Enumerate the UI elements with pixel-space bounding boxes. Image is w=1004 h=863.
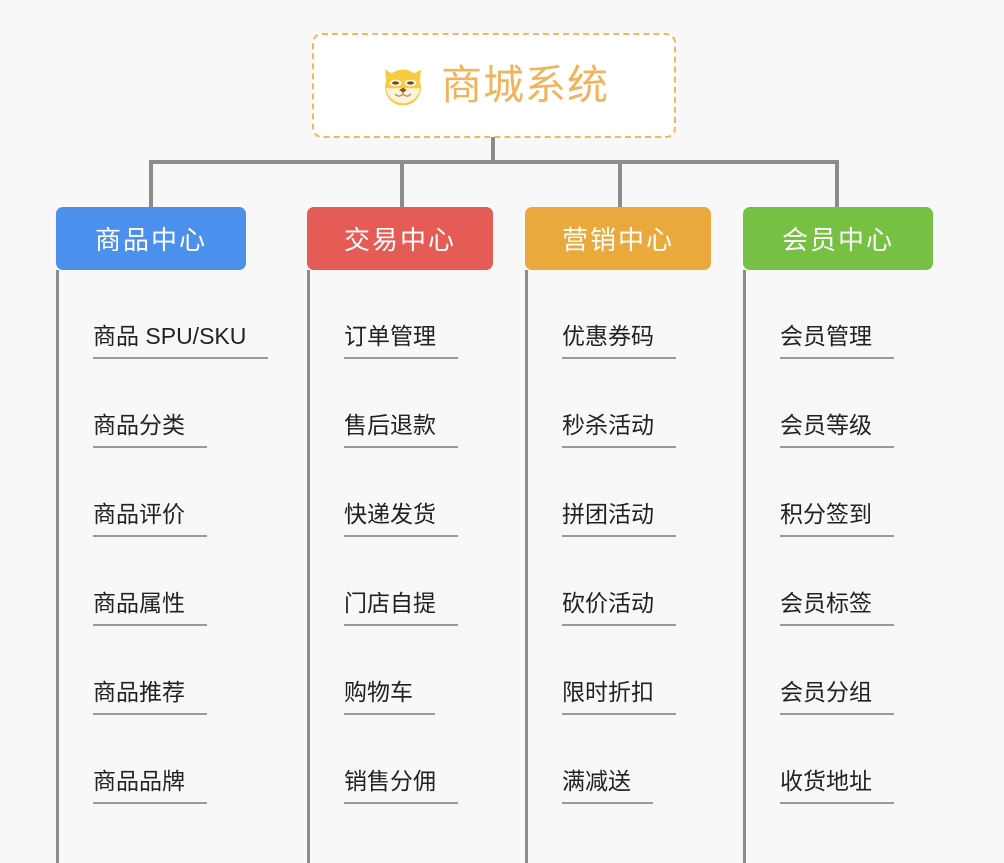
leaf-label: 商品分类 [93, 411, 207, 448]
branch-header-member-center[interactable]: 会员中心 [743, 207, 933, 270]
leaf-label: 砍价活动 [562, 589, 676, 626]
list-item[interactable]: 订单管理 [326, 270, 493, 359]
leaf-label: 订单管理 [344, 322, 458, 359]
list-item[interactable]: 快递发货 [326, 448, 493, 537]
mindmap-canvas: 商城系统 商品中心 商品 SPU/SKU 商品分类 商品评价 商品属性 商品推荐… [56, 33, 933, 863]
leaf-label: 积分签到 [780, 500, 894, 537]
branch-marketing-center: 营销中心 优惠券码 秒杀活动 拼团活动 砍价活动 限时折扣 满减送 [525, 207, 711, 863]
branch-product-center: 商品中心 商品 SPU/SKU 商品分类 商品评价 商品属性 商品推荐 商品品牌 [56, 207, 269, 863]
branch-header-product-center[interactable]: 商品中心 [56, 207, 246, 270]
root-title: 商城系统 [441, 62, 609, 108]
list-item[interactable]: 满减送 [544, 715, 711, 804]
leaf-label: 限时折扣 [562, 678, 676, 715]
leaf-label: 门店自提 [344, 589, 458, 626]
list-item[interactable]: 商品属性 [75, 537, 246, 626]
root-node[interactable]: 商城系统 [312, 33, 676, 138]
list-item[interactable]: 限时折扣 [544, 626, 711, 715]
shiba-dog-icon [385, 69, 421, 106]
leaf-list-member-center: 会员管理 会员等级 积分签到 会员标签 会员分组 收货地址 [743, 270, 933, 863]
branch-header-marketing-center[interactable]: 营销中心 [525, 207, 711, 270]
list-item[interactable]: 售后退款 [326, 359, 493, 448]
branch-member-center: 会员中心 会员管理 会员等级 积分签到 会员标签 会员分组 收货地址 [743, 207, 933, 863]
leaf-label: 销售分佣 [344, 767, 458, 804]
leaf-label: 秒杀活动 [562, 411, 676, 448]
leaf-label: 优惠券码 [562, 322, 676, 359]
list-item[interactable]: 门店自提 [326, 537, 493, 626]
leaf-label: 会员分组 [780, 678, 894, 715]
leaf-label: 商品推荐 [93, 678, 207, 715]
list-item[interactable]: 商品分类 [75, 359, 246, 448]
leaf-label: 拼团活动 [562, 500, 676, 537]
list-item[interactable]: 商品 SPU/SKU [75, 270, 269, 359]
list-item[interactable]: 秒杀活动 [544, 359, 711, 448]
leaf-label: 收货地址 [780, 767, 894, 804]
leaf-list-trade-center: 订单管理 售后退款 快递发货 门店自提 购物车 销售分佣 [307, 270, 493, 863]
connector-root-stem [491, 137, 495, 163]
list-item[interactable]: 购物车 [326, 626, 493, 715]
leaf-list-marketing-center: 优惠券码 秒杀活动 拼团活动 砍价活动 限时折扣 满减送 [525, 270, 711, 863]
leaf-label: 会员标签 [780, 589, 894, 626]
list-item[interactable]: 会员标签 [762, 537, 933, 626]
list-item[interactable]: 会员分组 [762, 626, 933, 715]
list-item[interactable]: 商品推荐 [75, 626, 246, 715]
leaf-label: 售后退款 [344, 411, 458, 448]
connector-horizontal-bus [149, 160, 839, 164]
list-item[interactable]: 积分签到 [762, 448, 933, 537]
list-item[interactable]: 收货地址 [762, 715, 933, 804]
branch-trade-center: 交易中心 订单管理 售后退款 快递发货 门店自提 购物车 销售分佣 [307, 207, 493, 863]
list-item[interactable]: 商品评价 [75, 448, 246, 537]
leaf-label: 会员管理 [780, 322, 894, 359]
leaf-label: 满减送 [562, 767, 653, 804]
list-item[interactable]: 销售分佣 [326, 715, 493, 804]
list-item[interactable]: 砍价活动 [544, 537, 711, 626]
list-item[interactable]: 会员管理 [762, 270, 933, 359]
connector-drop-product-center [149, 160, 153, 208]
connector-drop-trade-center [400, 160, 404, 208]
leaf-label: 购物车 [344, 678, 435, 715]
leaf-label: 会员等级 [780, 411, 894, 448]
list-item[interactable]: 优惠券码 [544, 270, 711, 359]
leaf-label: 快递发货 [344, 500, 458, 537]
leaf-label: 商品属性 [93, 589, 207, 626]
leaf-label: 商品评价 [93, 500, 207, 537]
leaf-label: 商品品牌 [93, 767, 207, 804]
list-item[interactable]: 拼团活动 [544, 448, 711, 537]
list-item[interactable]: 商品品牌 [75, 715, 246, 804]
leaf-list-product-center: 商品 SPU/SKU 商品分类 商品评价 商品属性 商品推荐 商品品牌 [56, 270, 269, 863]
leaf-label: 商品 SPU/SKU [93, 322, 269, 359]
connector-drop-marketing-center [618, 160, 622, 208]
branch-header-trade-center[interactable]: 交易中心 [307, 207, 493, 270]
list-item[interactable]: 会员等级 [762, 359, 933, 448]
connector-drop-member-center [835, 160, 839, 208]
